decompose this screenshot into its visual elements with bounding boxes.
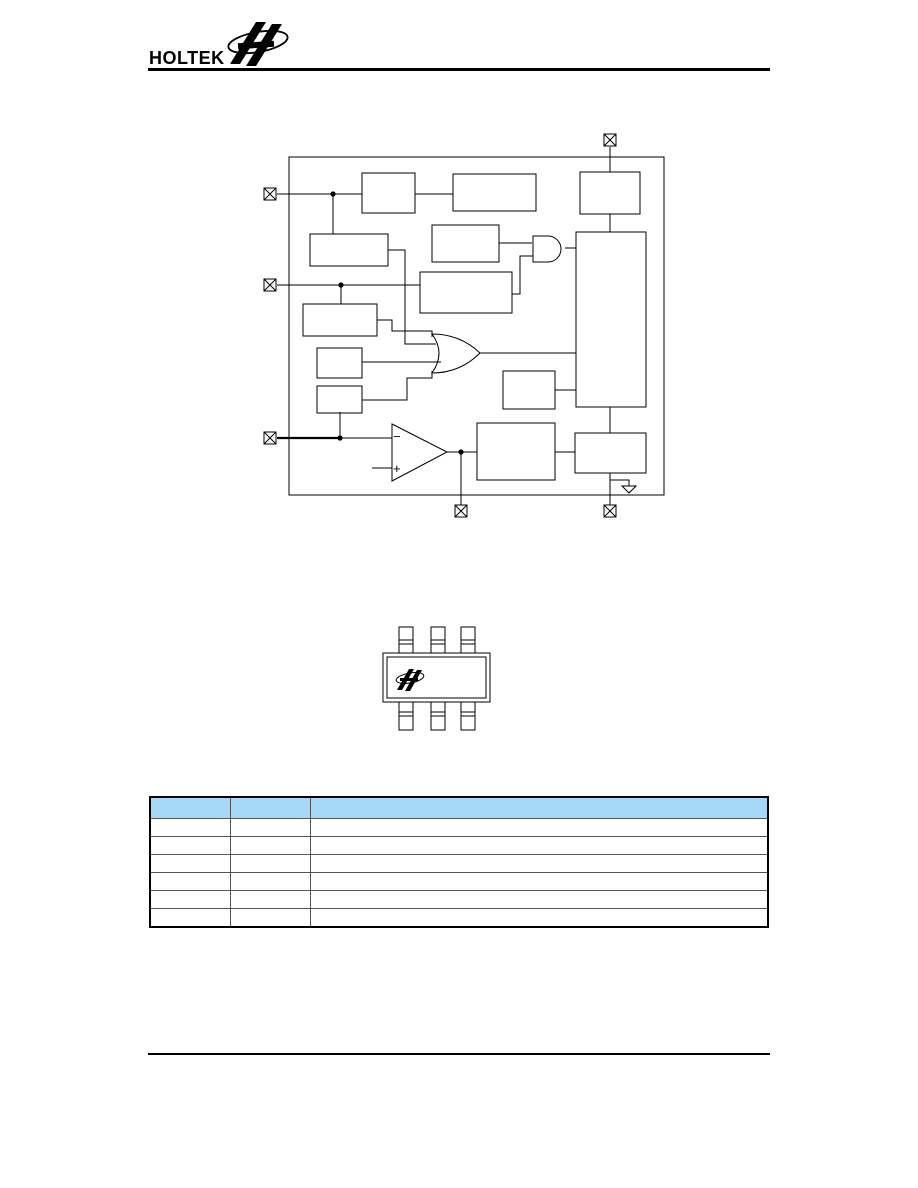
header-rule xyxy=(148,68,770,71)
block-b xyxy=(452,173,537,212)
chip-outline xyxy=(288,156,665,496)
block-g xyxy=(302,303,378,337)
holtek-logo: HOLTEK xyxy=(146,18,296,70)
block-c xyxy=(579,171,641,215)
comparator xyxy=(391,423,449,482)
ground-icon xyxy=(620,485,638,494)
comparator-plus: + xyxy=(393,461,401,476)
block-k xyxy=(476,422,556,481)
pin-description-table xyxy=(149,796,769,928)
block-i xyxy=(316,385,363,414)
junction-dot xyxy=(338,282,344,288)
holtek-logo-icon xyxy=(227,22,289,66)
table-cell xyxy=(229,818,311,837)
table-cell xyxy=(229,836,311,855)
junction-dot xyxy=(458,449,464,455)
crossed-box-pin-icon xyxy=(263,278,277,292)
header-cell xyxy=(149,796,231,819)
table-cell xyxy=(309,872,769,891)
table-header-row xyxy=(149,796,769,819)
block-e xyxy=(431,224,500,263)
and-gate xyxy=(532,235,562,263)
table-cell xyxy=(229,854,311,873)
table-row xyxy=(149,836,769,855)
crossed-box-pin-icon xyxy=(603,133,617,147)
footer-rule xyxy=(148,1053,770,1055)
table-cell xyxy=(229,872,311,891)
table-cell xyxy=(149,908,231,928)
crossed-box-pin-icon xyxy=(263,187,277,201)
table-row xyxy=(149,890,769,909)
table-cell xyxy=(149,872,231,891)
table-cell xyxy=(149,836,231,855)
table-cell xyxy=(229,890,311,909)
table-cell xyxy=(149,854,231,873)
block-f xyxy=(419,271,513,314)
or-gate xyxy=(431,333,481,374)
output-block xyxy=(574,432,647,474)
comparator-minus: − xyxy=(393,429,401,444)
package-outline xyxy=(382,626,491,731)
block-d xyxy=(309,233,389,267)
header-cell xyxy=(229,796,311,819)
block-j xyxy=(502,370,556,410)
header-cell xyxy=(309,796,769,819)
table-cell xyxy=(229,908,311,928)
control-block xyxy=(575,231,647,408)
table-cell xyxy=(149,818,231,837)
table-cell xyxy=(309,818,769,837)
table-row xyxy=(149,854,769,873)
table-row xyxy=(149,908,769,928)
table-row xyxy=(149,872,769,891)
table-cell xyxy=(309,890,769,909)
table-cell xyxy=(309,908,769,928)
holtek-logo-icon xyxy=(395,669,425,691)
crossed-box-pin-icon xyxy=(603,504,617,518)
block-a xyxy=(361,172,416,214)
table-cell xyxy=(149,890,231,909)
brand-name: HOLTEK xyxy=(149,48,225,68)
junction-dot xyxy=(337,435,343,441)
block-h xyxy=(316,347,363,379)
crossed-box-pin-icon xyxy=(263,431,277,445)
table-cell xyxy=(309,854,769,873)
junction-dot xyxy=(330,191,336,197)
table-cell xyxy=(309,836,769,855)
crossed-box-pin-icon xyxy=(454,504,468,518)
block-diagram: − + xyxy=(263,133,665,518)
table-row xyxy=(149,818,769,837)
